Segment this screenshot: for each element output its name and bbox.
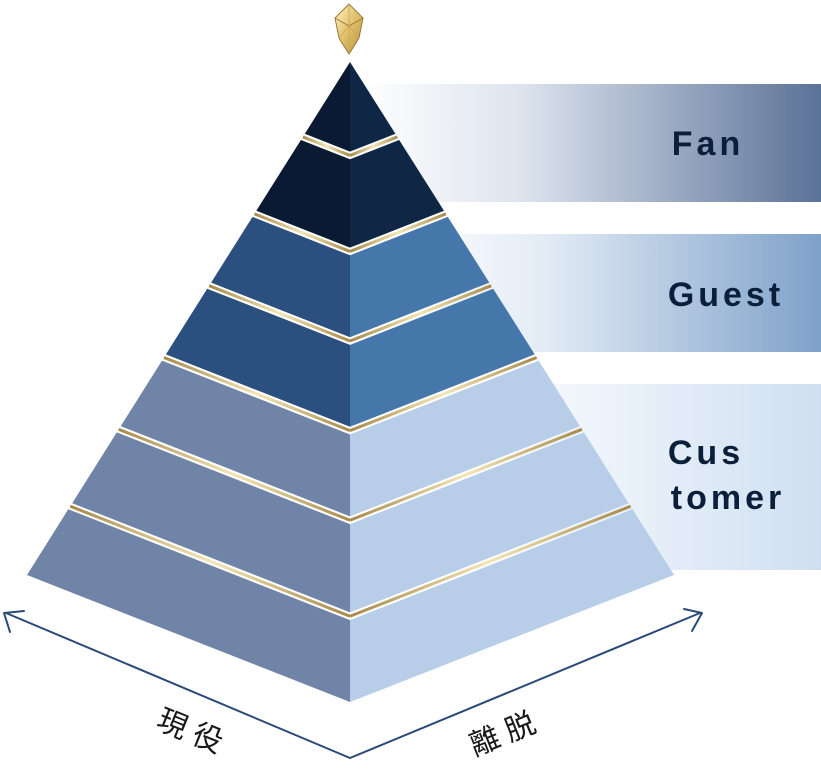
layer-separator-6-right (349, 504, 632, 618)
pyramid-layer-4-right-face (350, 288, 535, 427)
band-label-fan: Fan (672, 125, 744, 163)
pyramid-layer-1-left-face (304, 62, 350, 152)
layer-separator-2-right (349, 212, 447, 253)
layer-separator-1-right (349, 135, 398, 157)
layer-separator-4-right (349, 356, 538, 433)
pyramid-layer-1-right-face (350, 62, 396, 152)
pyramid (27, 62, 674, 702)
band-fan (360, 84, 821, 202)
band-label-guest: Guest (668, 276, 784, 314)
layer-separator-6-left (69, 504, 351, 618)
layer-separator-2-left (253, 212, 351, 253)
pyramid-layer-5-right-face (350, 360, 580, 517)
diamond-gem-icon (334, 3, 364, 55)
pyramid-layer-3-left-face (211, 216, 350, 338)
layer-separator-3-right (349, 284, 492, 343)
layer-separator-4-left (163, 356, 351, 433)
band-label-customer-line1: Cus (668, 434, 744, 472)
layer-separator-5-right (349, 427, 583, 522)
left-arrowhead (3, 610, 25, 633)
axis-arrows (3, 608, 703, 759)
axis-line (5, 612, 701, 759)
pyramid-layer-7-right-face (350, 509, 674, 702)
layer-separator-5-left (118, 427, 351, 522)
pyramid-layer-2-left-face (256, 140, 350, 248)
right-arrowhead (683, 608, 703, 632)
pyramid-layer-5-left-face (120, 360, 350, 517)
pyramid-layer-6-left-face (72, 432, 350, 613)
axis-label-left: 現役 (152, 703, 236, 764)
pyramid-layer-3-right-face (350, 216, 490, 338)
layer-separator-3-left (208, 284, 351, 343)
pyramid-layer-4-left-face (165, 288, 350, 427)
axis-label-right: 離脱 (465, 703, 549, 764)
pyramid-layer-7-left-face (27, 509, 350, 702)
band-label-customer-line2: tomer (671, 479, 785, 517)
layer-separator-1-left (302, 135, 351, 157)
pyramid-layer-2-right-face (350, 140, 444, 248)
pyramid-layer-6-right-face (350, 432, 629, 613)
